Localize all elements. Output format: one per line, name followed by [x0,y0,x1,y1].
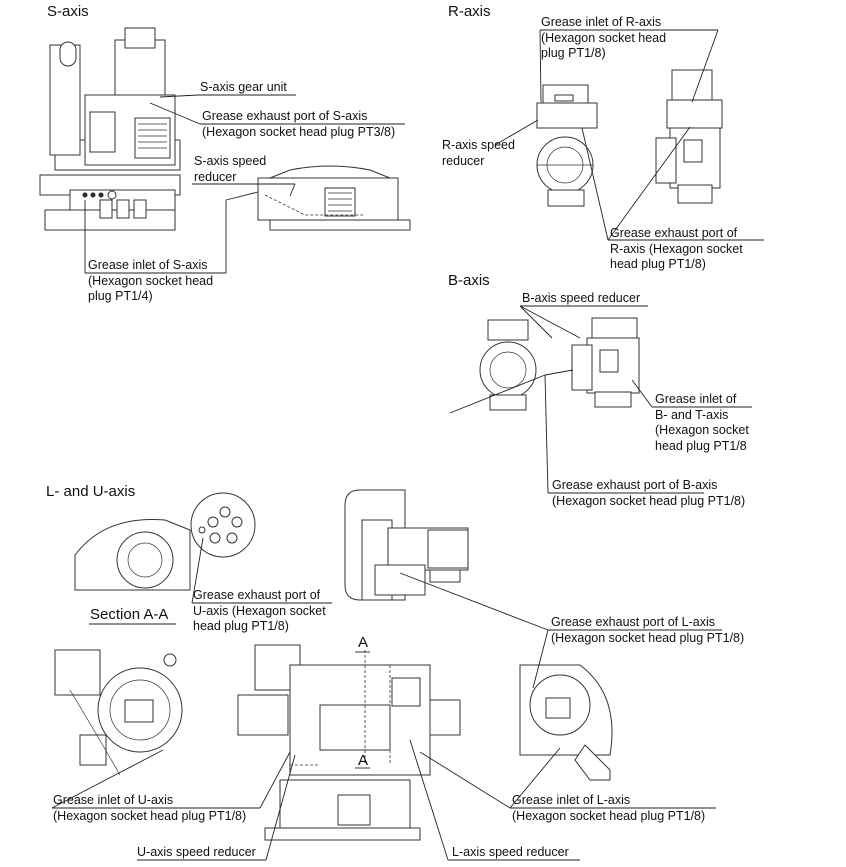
s-axis-reducer-label: S-axis speed reducer [194,154,267,184]
r-axis-side-view-illustration [655,69,723,204]
section-mark-bottom: A [358,752,369,769]
u-axis-inlet-label: Grease inlet of U-axis (Hexagon socket h… [53,793,247,823]
leader-lines [51,29,764,861]
l-axis-inlet-label: Grease inlet of L-axis (Hexagon socket h… [512,793,706,823]
s-axis-robot-illustration [39,27,181,231]
b-axis-side-view-illustration [571,317,640,408]
b-axis-front-view-illustration [479,319,537,411]
section-aa-heading: Section A-A [90,606,169,623]
section-mark-top: A [358,634,369,651]
l-axis-reducer-label: L-axis speed reducer [452,845,569,859]
b-axis-heading: B-axis [448,272,490,289]
u-axis-reducer-label: U-axis speed reducer [137,845,256,859]
lu-axis-heading: L- and U-axis [46,483,136,500]
u-axis-exhaust-label: Grease exhaust port of U-axis (Hexagon s… [193,588,326,633]
s-axis-side-view-illustration [257,165,411,231]
lu-axis-center-view-illustration [237,644,461,841]
u-axis-detail-illustration [74,492,256,591]
r-axis-heading: R-axis [448,3,491,20]
s-axis-inlet-label: Grease inlet of S-axis (Hexagon socket h… [88,258,214,303]
s-axis-exhaust-label: Grease exhaust port of S-axis (Hexagon s… [202,109,396,139]
lu-axis-left-view-illustration [54,649,183,776]
b-axis-exhaust-label: Grease exhaust port of B-axis (Hexagon s… [552,478,746,508]
b-axis-reducer-label: B-axis speed reducer [522,291,641,305]
r-axis-reducer-label: R-axis speed reducer [442,138,515,168]
bt-axis-inlet-label: Grease inlet of B- and T-axis (Hexagon s… [655,392,749,453]
s-axis-gear-unit-label: S-axis gear unit [200,80,287,94]
lu-axis-arm-illustration [344,489,469,601]
lu-axis-right-view-illustration [519,664,613,781]
r-axis-front-view-illustration [536,84,598,207]
r-axis-exhaust-label: Grease exhaust port of R-axis (Hexagon s… [610,226,743,271]
s-axis-heading: S-axis [47,3,89,20]
r-axis-inlet-label: Grease inlet of R-axis (Hexagon socket h… [541,15,667,60]
l-axis-exhaust-label: Grease exhaust port of L-axis (Hexagon s… [551,615,745,645]
